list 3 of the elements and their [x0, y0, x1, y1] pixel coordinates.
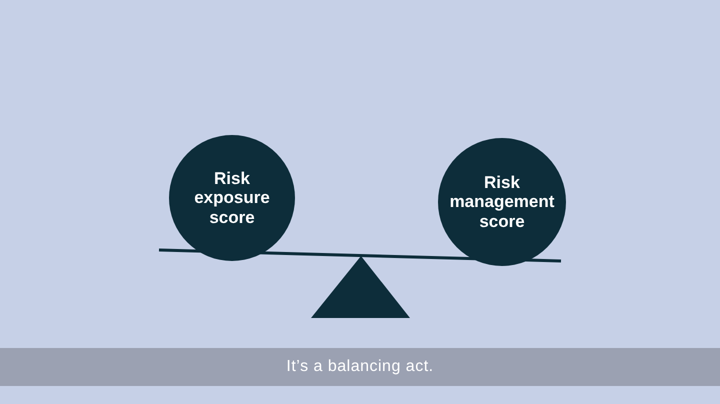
circle-label: Risk exposure score	[193, 168, 271, 228]
circle-label: Risk management score	[448, 172, 556, 232]
subtitle-text: It’s a balancing act.	[286, 358, 434, 376]
